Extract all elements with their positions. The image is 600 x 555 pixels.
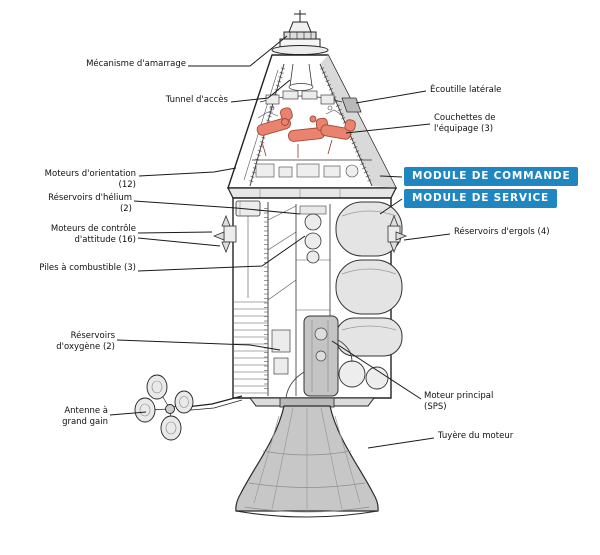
service-module-drawing xyxy=(212,197,408,407)
callout-crew-couches: Couchettes de l'équipage (3) xyxy=(434,113,496,135)
rcs-quad-right xyxy=(387,214,408,254)
docking-probe xyxy=(271,10,329,55)
sps-nozzle xyxy=(235,397,379,518)
callout-docking-mechanism: Mécanisme d'amarrage xyxy=(86,59,186,69)
high-gain-antenna xyxy=(134,374,243,441)
callout-cm-rcs: Moteurs d'orientation (12) xyxy=(44,169,136,191)
leader-lines xyxy=(109,35,451,449)
rcs-quad-left xyxy=(212,214,237,254)
command-module-drawing xyxy=(227,54,398,199)
callout-sps-engine: Moteur principal (SPS) xyxy=(424,391,494,413)
sps-engine xyxy=(285,315,353,399)
callout-propellant-tanks: Réservoirs d'ergols (4) xyxy=(454,227,550,237)
callout-high-gain-antenna: Antenne à grand gain xyxy=(62,406,108,428)
crew-couches xyxy=(256,107,356,158)
callout-helium-tanks: Réservoirs d'hélium (2) xyxy=(48,193,132,215)
callout-sm-rcs: Moteurs de contrôle d'attitude (16) xyxy=(50,224,136,246)
callout-nozzle: Tuyère du moteur xyxy=(438,431,514,441)
service-module-tag: MODULE DE SERVICE xyxy=(404,189,558,208)
callout-access-tunnel: Tunnel d'accès xyxy=(165,95,228,105)
callout-fuel-cells: Piles à combustible (3) xyxy=(39,263,136,273)
callout-oxygen-tanks: Réservoirs d'oxygène (2) xyxy=(56,331,115,353)
command-module-tag: MODULE DE COMMANDE xyxy=(404,167,579,186)
callout-side-hatch: Écoutille latérale xyxy=(430,85,502,95)
